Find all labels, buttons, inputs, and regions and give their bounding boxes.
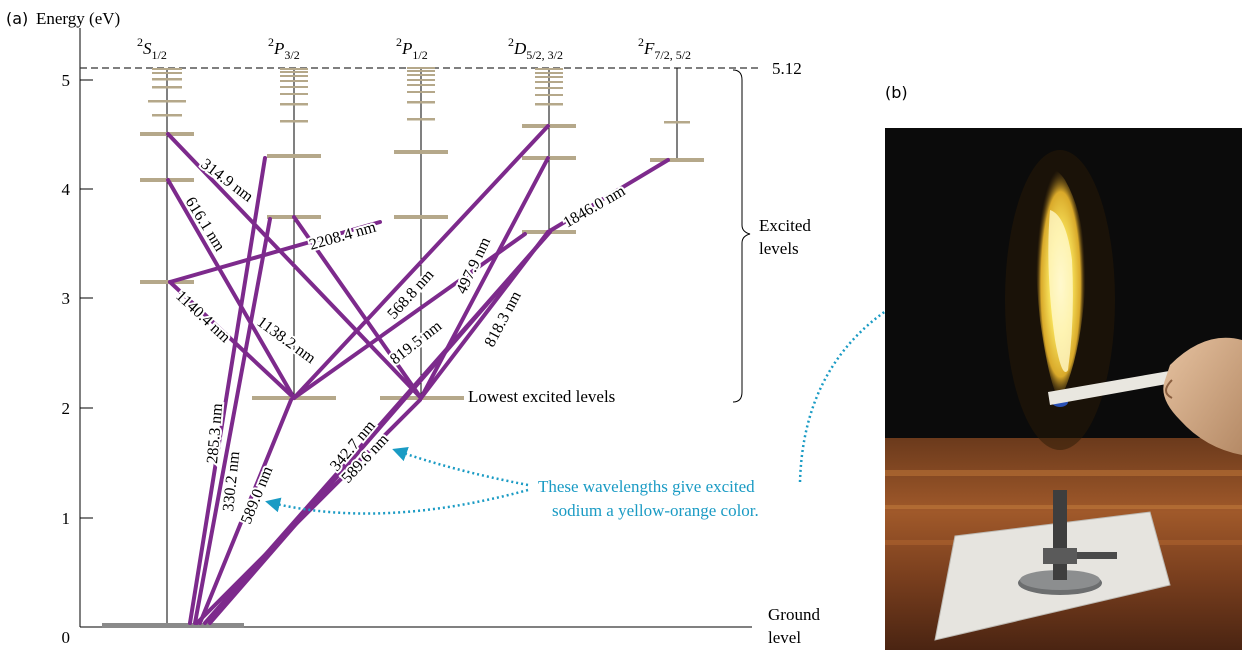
transition-line — [292, 124, 550, 400]
annotation-line-2: sodium a yellow-orange color. — [552, 501, 759, 520]
y-tick-label: 1 — [62, 509, 71, 528]
wavelength-label: 589.0 nm — [238, 464, 277, 527]
y-tick-label: 0 — [62, 628, 71, 647]
column-header-p32: 2P3/2 — [268, 35, 300, 62]
lowest-excited-label: Lowest excited levels — [468, 387, 615, 406]
column-header-p12: 2P1/2 — [396, 35, 428, 62]
annotation-arrow-to-photo — [798, 252, 1023, 483]
transition-line — [292, 215, 423, 400]
transitions — [166, 124, 670, 625]
transition-line — [198, 398, 293, 625]
wavelength-label: 285.3 nm — [204, 402, 226, 464]
wavelength-label: 1140.4 nm — [172, 287, 234, 346]
excited-levels-bracket — [732, 69, 751, 403]
column-header-d: 2D5/2, 3/2 — [508, 35, 563, 62]
transition-line — [168, 280, 296, 400]
wavelength-label: 818.3 nm — [482, 288, 526, 350]
y-ticks — [80, 79, 93, 519]
ionization-value: 5.12 — [772, 59, 802, 78]
flame-photo — [885, 128, 1242, 650]
panel-b: (b) — [885, 83, 1242, 650]
column-header-f: 2F7/2, 5/2 — [638, 35, 691, 62]
ground-label: Ground — [768, 605, 820, 624]
transition-line — [188, 156, 267, 625]
column-header-s: 2S1/2 — [137, 35, 167, 62]
annotation-arrow — [265, 488, 529, 515]
wavelength-label: 1846.0 nm — [561, 182, 629, 231]
ground-level-bar — [102, 623, 244, 628]
y-tick-label: 3 — [62, 289, 71, 308]
wavelength-label: 2208.4 nm — [307, 218, 378, 253]
transition-line — [419, 230, 550, 400]
energy-levels — [140, 67, 704, 400]
y-tick-label: 2 — [62, 399, 71, 418]
wavelength-label: 497.9 nm — [453, 234, 494, 296]
transition-line — [166, 178, 296, 400]
y-tick-label: 4 — [62, 180, 71, 199]
transition-line — [546, 158, 670, 234]
annotation-line-1: These wavelengths give excited — [538, 477, 755, 496]
y-tick-label: 5 — [62, 71, 71, 90]
transition-line — [193, 217, 272, 625]
transition-line — [292, 232, 527, 400]
annotation-arrow — [392, 447, 529, 487]
excited-label: Excited — [759, 216, 811, 235]
panel-b-label: (b) — [885, 83, 908, 102]
axis-title: Energy (eV) — [36, 9, 120, 28]
transition-line — [208, 232, 550, 625]
ground-level-label: level — [768, 628, 801, 647]
levels-label: levels — [759, 239, 799, 258]
panel-a-label: (a) — [6, 9, 28, 28]
transition-line — [168, 220, 382, 284]
panel-a: (a) Energy (eV) 0 1 2 3 4 5 5.12 2S1/2 2… — [6, 9, 1023, 647]
transition-line — [166, 132, 423, 400]
transition-line — [419, 156, 550, 400]
column-lines — [166, 68, 678, 627]
wavelength-label: 1138.2 nm — [254, 313, 319, 367]
